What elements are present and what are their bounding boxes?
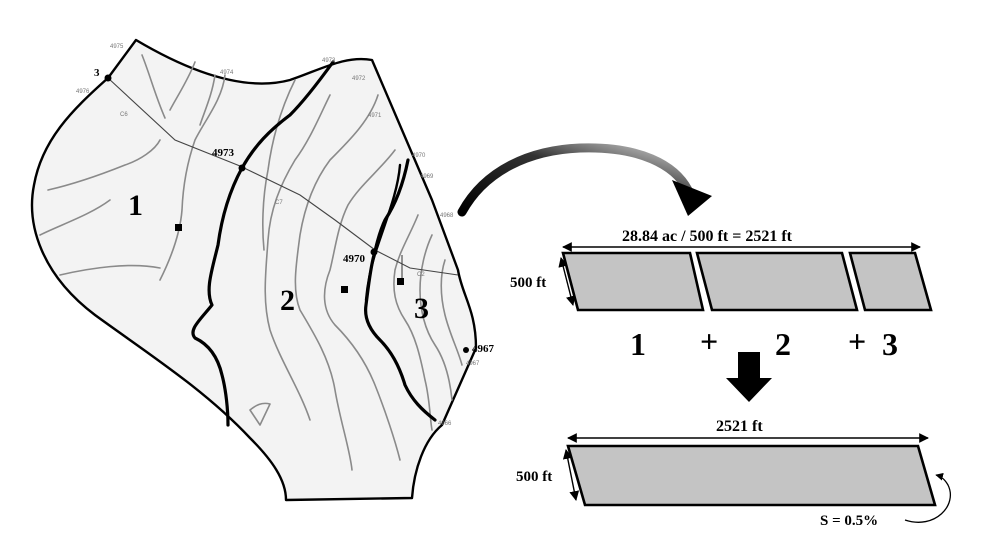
plane-1 — [561, 251, 705, 312]
equivalent-height-arrow — [562, 449, 580, 501]
centroid-2 — [341, 286, 348, 293]
sum-term-3: 3 — [882, 326, 898, 362]
height-dimension-arrow — [558, 257, 576, 306]
equivalent-width-label: 2521 ft — [716, 418, 763, 435]
channel-line — [107, 77, 459, 276]
composite-planes: 28.84 ac / 500 ft = 2521 ft 500 ft 1 + 2… — [510, 228, 933, 362]
transition-arrow — [457, 143, 712, 217]
node-divide-label: 4973 — [212, 147, 235, 159]
width-formula-label: 28.84 ac / 500 ft = 2521 ft — [622, 228, 793, 245]
divide-line-3 — [364, 163, 402, 302]
contour-label-c10: 4967 — [466, 361, 480, 367]
channel-label-c-right: C2 — [417, 272, 425, 278]
equivalent-plane: 2521 ft 500 ft S = 0.5% — [516, 418, 951, 529]
contour-label-c5: 4971 — [368, 113, 382, 119]
contour-label-c8: 4968 — [440, 213, 454, 219]
contour-lines — [39, 54, 463, 471]
sum-term-1: 1 — [630, 326, 646, 362]
contour-label-c3: 4973 — [322, 58, 336, 64]
contour-label-c7: 4969 — [420, 174, 434, 180]
equivalent-rectangle — [566, 444, 937, 507]
slope-pointer-arrow — [904, 472, 951, 523]
equivalent-height-label: 500 ft — [516, 469, 552, 485]
sum-term-2: 2 — [775, 326, 791, 362]
node-mid-label: 4970 — [343, 253, 366, 265]
node-top-label: 3 — [94, 67, 100, 79]
subarea-3-label: 3 — [414, 292, 429, 325]
node-outlet — [463, 347, 469, 353]
plane-2 — [695, 251, 859, 312]
channel-label-c-top: C6 — [120, 112, 128, 118]
watershed-boundary — [30, 38, 478, 502]
contour-label-c2: 4974 — [220, 70, 234, 76]
node-divide — [238, 164, 246, 172]
divide-line-2 — [364, 158, 437, 422]
sum-plus-1: + — [700, 323, 718, 359]
slope-label: S = 0.5% — [820, 513, 878, 529]
watershed-map: 4975 4976 4974 4973 4972 4971 4970 4969 … — [30, 38, 495, 502]
centroid-1 — [175, 224, 182, 231]
channel-label-c-mid: C7 — [275, 200, 283, 206]
contour-label-c6: 4970 — [412, 153, 426, 159]
sum-plus-2: + — [848, 323, 866, 359]
contour-label-c9: 4976 — [76, 89, 90, 95]
contour-label-c11: 4966 — [438, 421, 452, 427]
contour-label-c1: 4975 — [110, 44, 124, 50]
outlet-label: 4967 — [472, 343, 495, 355]
composite-height-label: 500 ft — [510, 275, 546, 291]
subarea-1-label: 1 — [128, 189, 143, 222]
contour-label-c4: 4972 — [352, 76, 366, 82]
down-arrow — [726, 352, 772, 402]
node-top — [104, 74, 112, 82]
subarea-2-label: 2 — [280, 284, 295, 317]
centroid-3 — [397, 278, 404, 285]
node-mid — [370, 248, 378, 256]
divide-line-1 — [191, 60, 335, 427]
plane-3 — [848, 251, 933, 312]
